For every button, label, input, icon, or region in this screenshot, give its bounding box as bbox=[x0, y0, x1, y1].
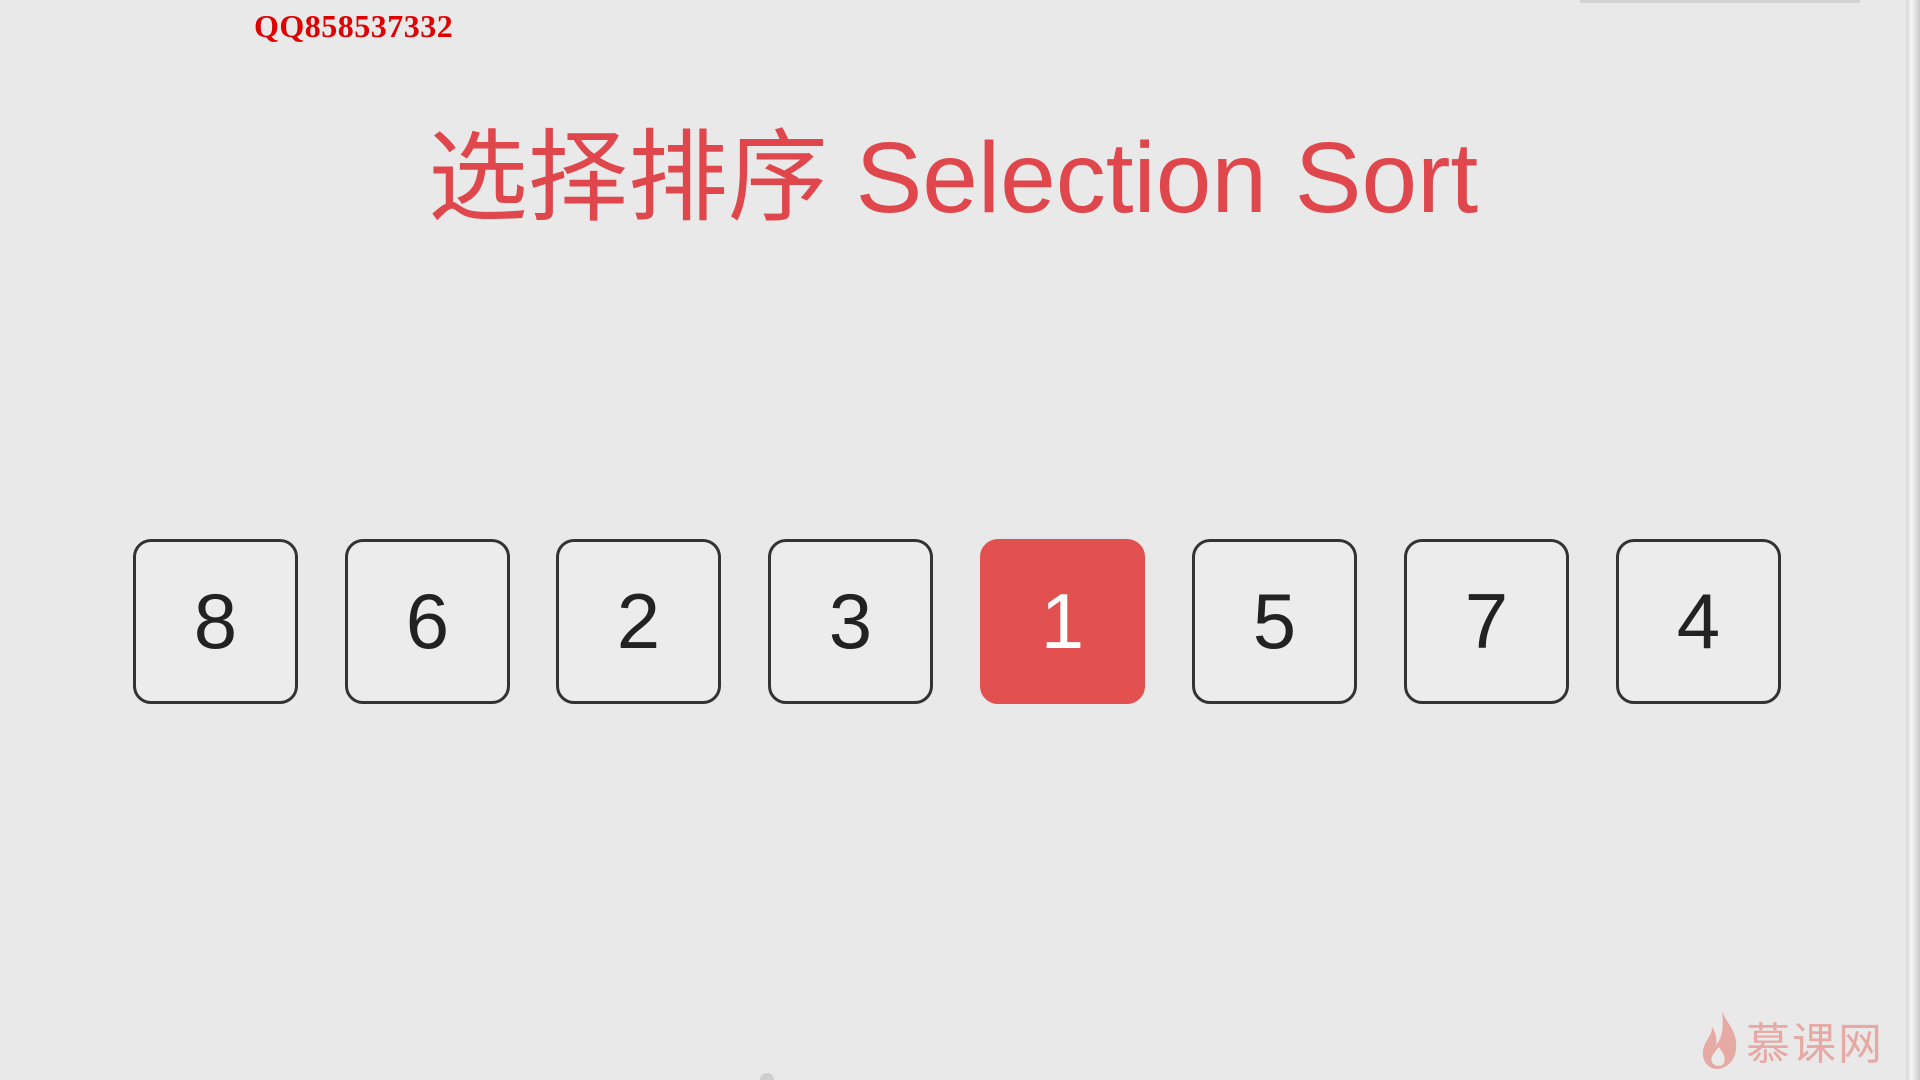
qq-watermark: QQ858537332 bbox=[254, 8, 454, 44]
array-cell: 3 bbox=[768, 539, 933, 704]
window-edge bbox=[1906, 0, 1920, 1080]
array-cell: 6 bbox=[345, 539, 510, 704]
imooc-logo: 慕课网 bbox=[1700, 1008, 1884, 1072]
flame-icon bbox=[1702, 1011, 1737, 1069]
slide-title: 选择排序 Selection Sort bbox=[427, 122, 1479, 234]
logo-text: 慕课网 bbox=[1746, 1019, 1884, 1070]
top-divider bbox=[1580, 0, 1860, 3]
array-cell-active: 1 bbox=[980, 539, 1145, 704]
array-row: 8 6 2 3 1 5 7 4 bbox=[133, 539, 1781, 704]
array-cell: 2 bbox=[556, 539, 721, 704]
video-scrub-handle[interactable] bbox=[760, 1073, 774, 1080]
array-cell: 7 bbox=[1404, 539, 1569, 704]
array-cell: 8 bbox=[133, 539, 298, 704]
array-cell: 5 bbox=[1192, 539, 1357, 704]
array-cell: 4 bbox=[1616, 539, 1781, 704]
